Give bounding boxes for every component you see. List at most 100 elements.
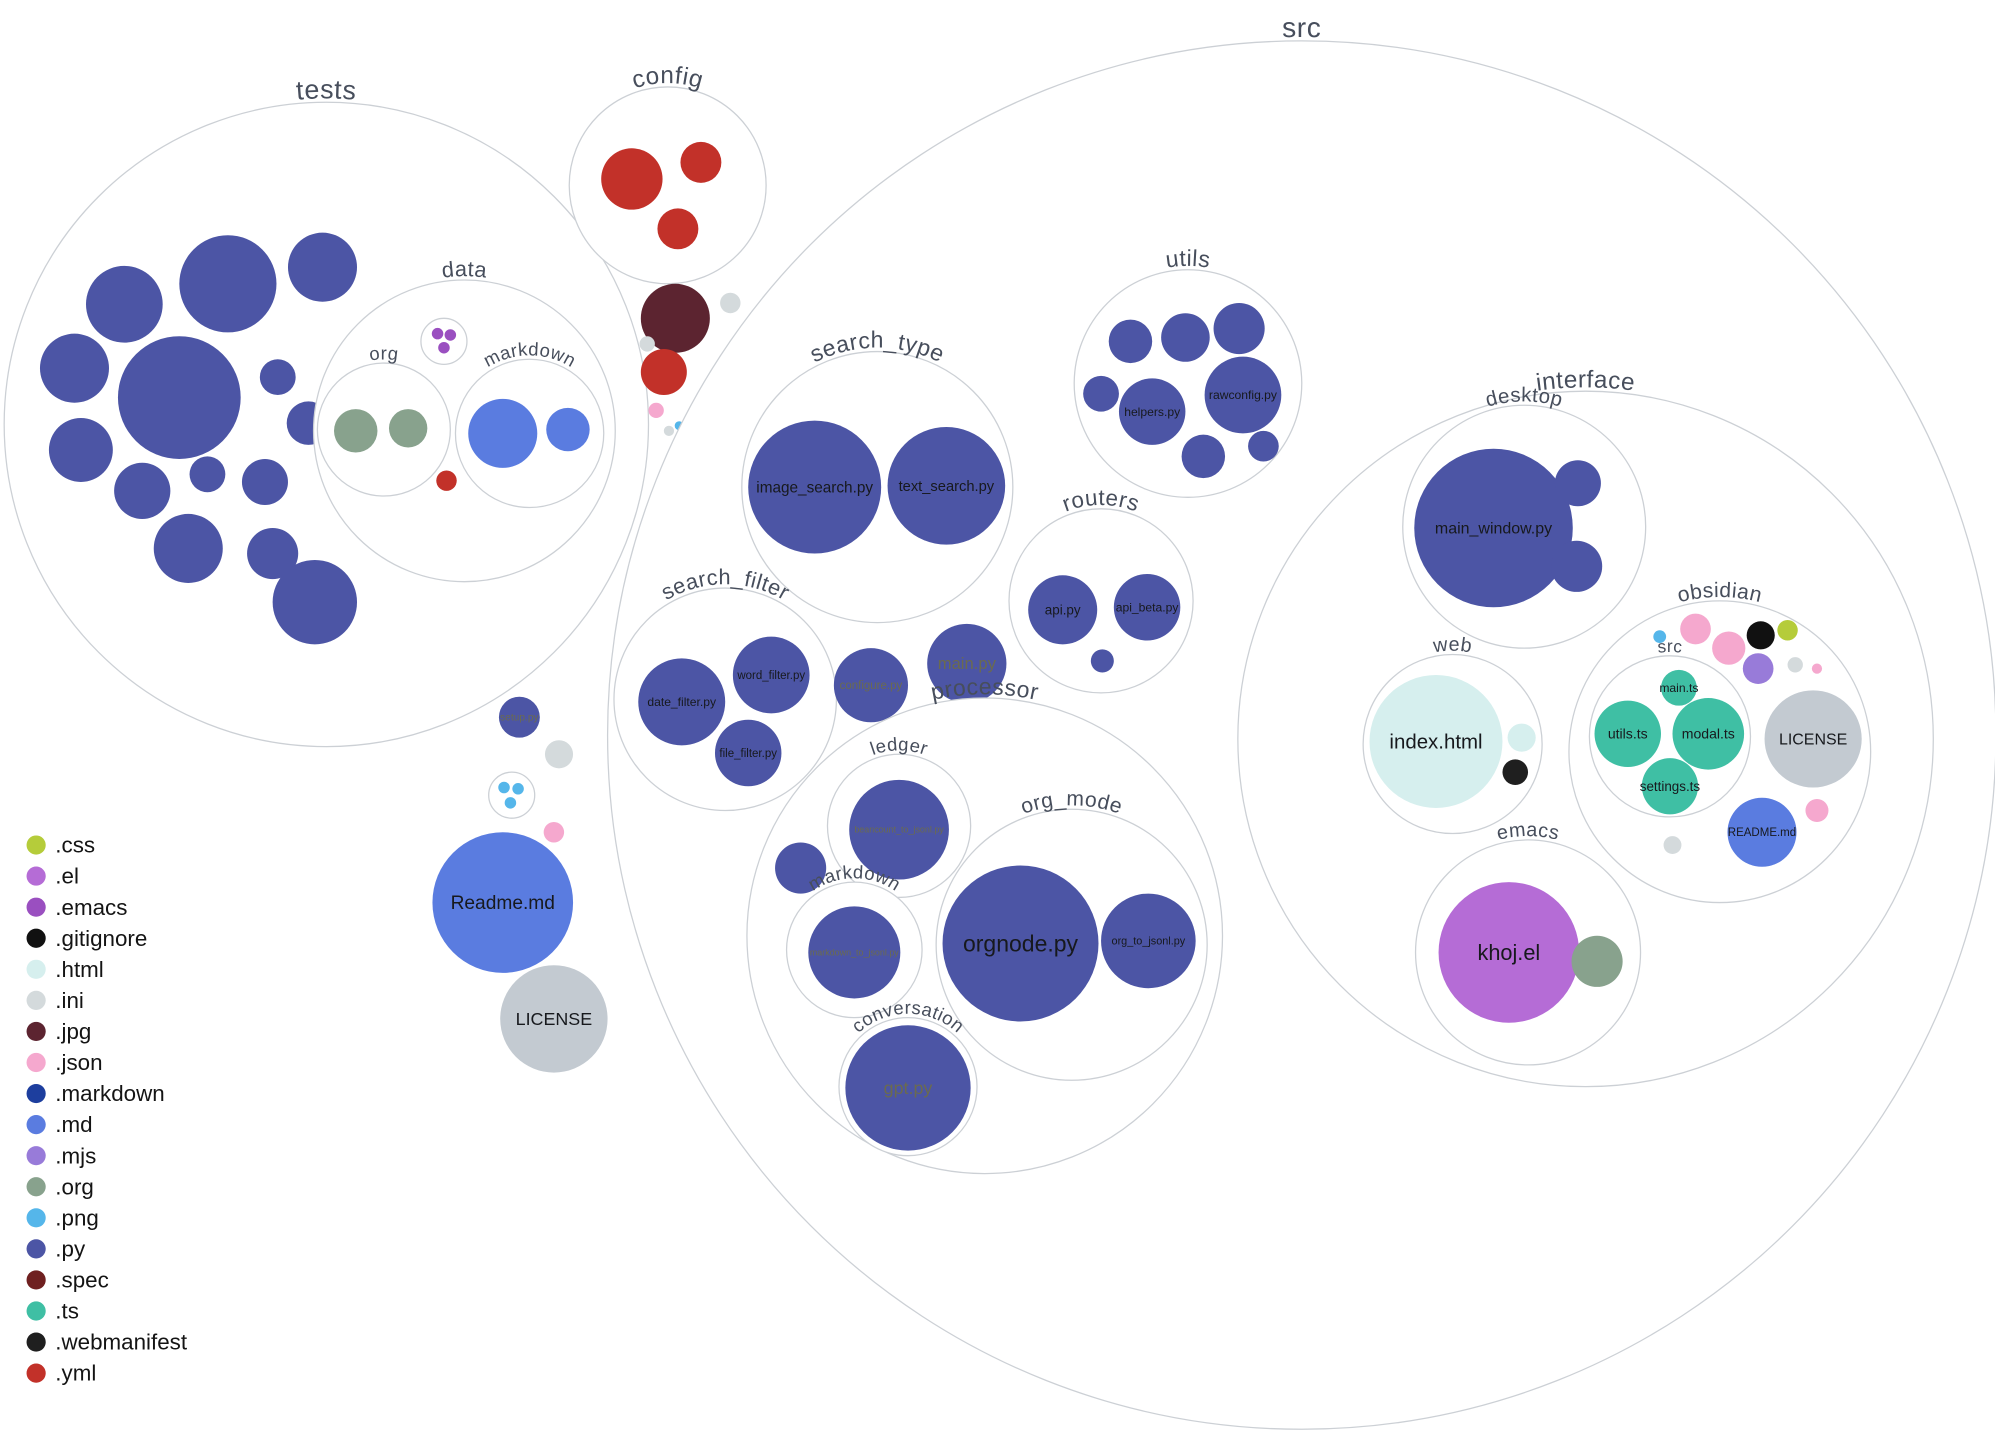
file-circle-api-py <box>1028 575 1098 645</box>
folder-label-emacs: emacs <box>1495 819 1561 845</box>
file-data-emacs-3 <box>438 341 450 354</box>
file-circle-tests-py-4 <box>39 333 110 403</box>
file-circle-main-window-py <box>1414 448 1573 608</box>
file-tests-py-8 <box>48 418 113 482</box>
file-circle-obsidian-ini-1 <box>1787 657 1803 673</box>
legend-label-py: .py <box>55 1236 86 1261</box>
file-circle-org-to-jsonl-py <box>1101 893 1196 989</box>
file-circle-modal-ts <box>1672 698 1745 770</box>
file-label-text-search-py: text_search.py <box>899 479 995 495</box>
file-obsidian-license: LICENSE <box>1764 690 1862 788</box>
file-circle-tests-py-14 <box>272 559 358 645</box>
file-circle-obsidian-png-1 <box>1653 630 1667 644</box>
file-circle-obsidian-gitignore <box>1746 621 1775 650</box>
file-circle-obsidian-readme-md <box>1727 797 1797 867</box>
legend: .css.el.emacs.gitignore.html.ini.jpg.jso… <box>26 833 188 1386</box>
file-circle-data-emacs-1 <box>431 327 444 340</box>
file-utils-py-4 <box>1083 375 1119 412</box>
file-circle-desktop-py-2 <box>1551 540 1603 592</box>
file-circle-api-beta-py <box>1113 574 1181 641</box>
file-org-org-2 <box>388 409 428 448</box>
file-label-setup-py: setup.py <box>500 713 540 724</box>
folder-data-misc <box>420 317 468 365</box>
legend-swatch-spec <box>26 1270 46 1290</box>
file-circle-org-org-2 <box>388 409 428 448</box>
file-circle-root-png-3 <box>504 797 517 809</box>
svg-text:config: config <box>629 62 706 94</box>
file-config-yml-2 <box>680 141 722 183</box>
file-index-html: index.html <box>1369 675 1503 808</box>
file-rawconfig-py: rawconfig.py <box>1204 356 1282 434</box>
file-beancount-to-jsonl-py: beancount_to_jsonl.py <box>849 779 949 880</box>
file-org-org-1 <box>334 409 378 453</box>
file-label-readme-md: Readme.md <box>451 893 555 914</box>
legend-swatch-markdown <box>26 1083 46 1104</box>
file-processor-py-1 <box>775 842 827 894</box>
file-circle-utils-py-3 <box>1213 302 1265 355</box>
file-label-rawconfig-py: rawconfig.py <box>1209 388 1278 402</box>
legend-swatch-el <box>26 866 46 886</box>
file-label-file-filter-py: file_filter.py <box>719 748 777 760</box>
file-data-md-1 <box>468 398 538 468</box>
file-circle-khoj-el <box>1438 882 1580 1023</box>
file-configure-py: configure.py <box>833 648 909 723</box>
svg-text:data: data <box>440 256 488 283</box>
file-label-markdown-to-jsonl-py: markdown_to_jsonl.py <box>810 947 899 957</box>
folder-circle-data-misc <box>420 317 468 365</box>
file-config-yml-1 <box>601 148 663 210</box>
file-obsidian-json-1 <box>1680 613 1711 645</box>
file-label-modal-ts: modal.ts <box>1682 726 1735 742</box>
folder-label-src: src <box>1282 12 1321 43</box>
file-tests-py-2 <box>179 235 277 333</box>
legend-label-ts: .ts <box>55 1299 79 1324</box>
legend-label-mjs: .mjs <box>55 1143 96 1168</box>
file-license: LICENSE <box>500 965 608 1073</box>
file-tests-py-12 <box>153 513 223 583</box>
legend-swatch-ts <box>26 1301 46 1321</box>
file-obsidian-ini-2 <box>1663 836 1682 854</box>
file-label-api-py: api.py <box>1045 602 1081 617</box>
legend-swatch-png <box>26 1208 46 1228</box>
file-file-filter-py: file_filter.py <box>714 719 782 787</box>
legend-swatch-css <box>26 835 46 855</box>
legend-swatch-ini <box>26 990 46 1010</box>
file-circle-file-filter-py <box>714 719 782 787</box>
file-emacs-org <box>1571 935 1623 987</box>
file-root-ini-3 <box>663 425 675 436</box>
file-circle-obsidian-mjs <box>1742 653 1774 684</box>
file-tests-py-9 <box>114 462 171 520</box>
file-root-json-1 <box>648 402 664 419</box>
file-api-beta-py: api_beta.py <box>1113 574 1181 641</box>
legend-swatch-md <box>26 1115 46 1135</box>
svg-text:org: org <box>368 342 400 364</box>
legend-swatch-webmanifest <box>26 1332 46 1352</box>
file-circle-obsidian-json-1 <box>1680 613 1711 645</box>
file-label-obsidian-license: LICENSE <box>1779 731 1847 748</box>
file-utils-ts: utils.ts <box>1594 700 1661 768</box>
file-gpt-py: gpt.py <box>845 1025 971 1151</box>
file-circle-markdown-to-jsonl-py <box>808 906 901 999</box>
file-circle-utils-py-6 <box>1248 430 1279 462</box>
file-root-ini-2 <box>639 336 655 352</box>
file-circle-root-png-2 <box>512 783 524 795</box>
file-obsidian-css <box>1777 620 1798 641</box>
folder-circle-obsidian-src <box>1588 655 1752 818</box>
folder-label-data: data <box>440 256 488 283</box>
file-data-emacs-1 <box>431 327 444 340</box>
file-circle-data-yml <box>436 470 457 491</box>
legend-swatch-py <box>26 1239 46 1259</box>
file-circle-tests-py-1 <box>85 265 163 343</box>
file-utils-py-1 <box>1108 319 1153 364</box>
file-utils-py-5 <box>1181 434 1226 479</box>
file-circle-utils-py-4 <box>1083 375 1119 412</box>
file-obsidian-mjs <box>1742 653 1774 684</box>
file-tests-py-4 <box>39 333 110 403</box>
legend-label-json: .json <box>55 1050 102 1075</box>
file-circle-rawconfig-py <box>1204 356 1282 434</box>
legend-swatch-json <box>26 1052 46 1073</box>
file-circle-beancount-to-jsonl-py <box>849 779 949 880</box>
file-tests-py-1 <box>85 265 163 343</box>
legend-label-markdown: .markdown <box>55 1081 164 1106</box>
legend-label-css: .css <box>55 833 95 858</box>
file-tests-py-10 <box>189 456 226 493</box>
